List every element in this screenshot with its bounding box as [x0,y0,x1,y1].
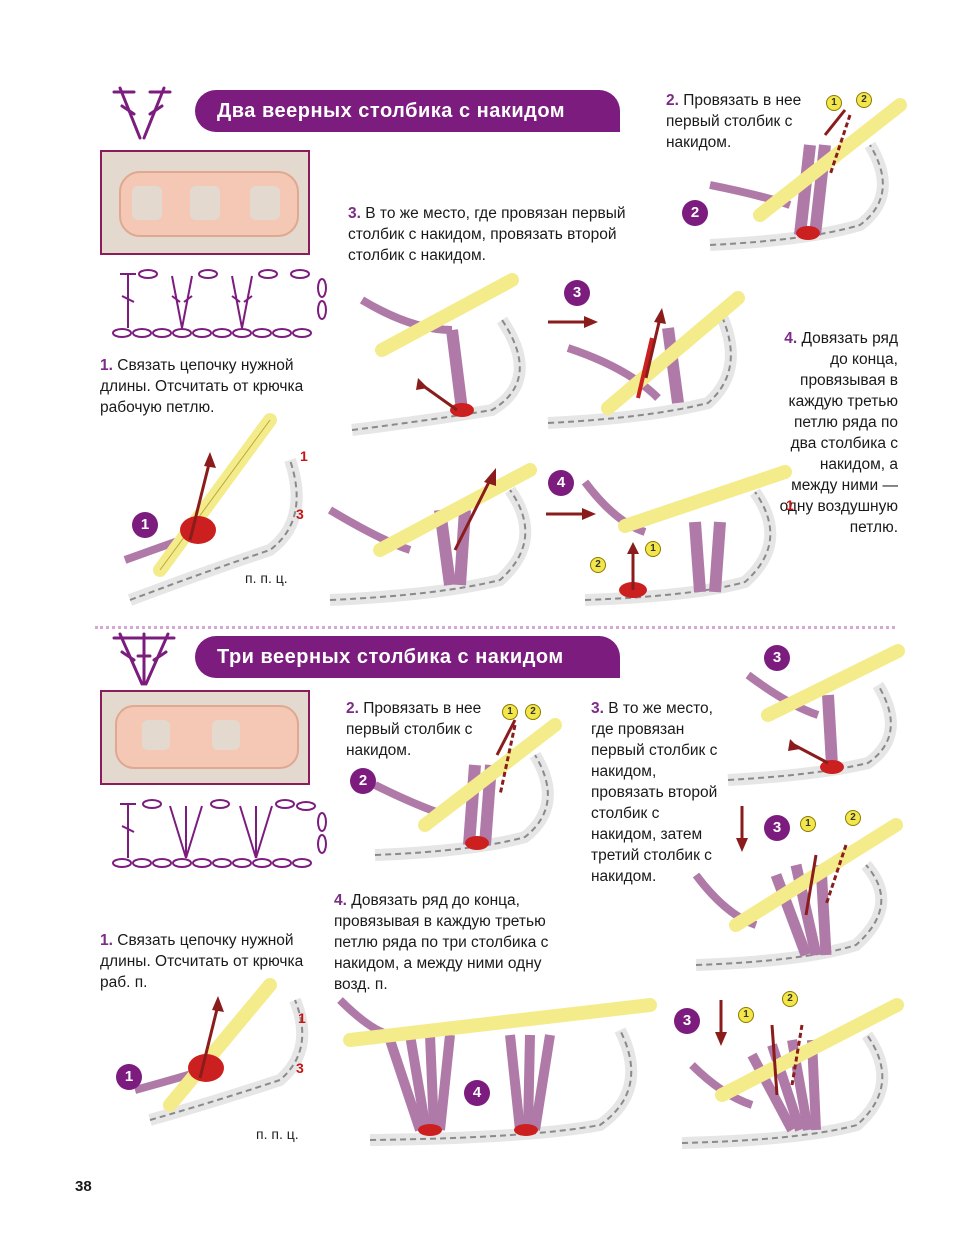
section2-step3-text: 3. В то же место, где провязан первый ст… [591,700,718,885]
page-number: 38 [75,1178,92,1195]
section2-chart-symbols [112,799,327,868]
fan-symbol-icon [112,632,176,686]
section1-step1-text: 1. Связать цепочку нужной длины. Отсчита… [100,357,304,416]
small-badge-1: 1 [738,1007,754,1023]
step-badge-2: 2 [350,768,376,794]
section2-step1-text: 1. Связать цепочку нужной длины. Отсчита… [100,932,304,991]
section2-diagram-step3c [681,998,904,1149]
step-badge-3: 3 [764,815,790,841]
section1-sample-photo [100,150,310,255]
loop-label-1: 1 [298,1010,306,1026]
small-badge-1: 1 [502,704,518,720]
section2-diagram-step4 [337,997,657,1146]
step-badge-1: 1 [132,512,158,538]
section2-diagram-step3a [727,644,905,786]
arrow-down-icon [736,806,748,852]
arrow-down-icon [715,1000,727,1046]
loop-label-3: 3 [296,1060,304,1076]
section1-diagram-step4a [327,463,537,606]
step-badge-1: 1 [116,1064,142,1090]
step-badge-4: 4 [548,470,574,496]
section1-diagram-step3a [351,273,526,436]
loop-label-3: 3 [296,506,304,522]
section2-diagram-step1 [133,978,309,1126]
section2-step4-text: 4. Довязать ряд до конца, провязывая в к… [334,892,549,993]
small-badge-2: 2 [590,557,606,573]
section1-title: Два веерных столбика с накидом [195,90,620,132]
step-badge-4: 4 [464,1080,490,1106]
arrow-right-icon [546,508,596,520]
section2-sample-photo [100,690,310,785]
ppc-label: п. п. ц. [245,570,288,586]
section1-chart-symbols [112,269,327,338]
step-badge-2: 2 [682,200,708,226]
loop-label-1: 1 [300,448,308,464]
small-badge-1: 1 [800,816,816,832]
section1-step2-text: 2. Провязать в нее первый столбик с наки… [666,92,802,151]
section2-step2-text: 2. Провязать в нее первый столбик с наки… [346,700,482,759]
section2-diagram-step3b [692,818,903,971]
section2-diagram-step2 [373,718,562,861]
section1-diagram-step4b [581,465,792,606]
small-badge-2: 2 [845,810,861,826]
section1-diagram-step2 [709,98,907,251]
section2-title: Три веерных столбика с накидом [195,636,620,678]
small-badge-2: 2 [856,92,872,108]
section1-diagram-step1 [123,413,303,606]
arrow-right-icon [548,316,598,328]
small-badge-2: 2 [782,991,798,1007]
step-badge-3: 3 [564,280,590,306]
section1-step3-text: 3. В то же место, где провязан первый ст… [348,205,626,264]
section-divider [95,626,895,629]
step-badge-3: 3 [674,1008,700,1034]
fan-symbol-icon [112,86,172,140]
small-badge-2: 2 [525,704,541,720]
ppc-label: п. п. ц. [256,1126,299,1142]
step-badge-3: 3 [764,645,790,671]
loop-label-1: 1 [786,497,794,513]
small-badge-1: 1 [826,95,842,111]
section1-step4-text: 4. Довязать ряд до конца, провязывая в к… [779,330,898,536]
small-badge-1: 1 [645,541,661,557]
section1-diagram-step3b [547,291,745,429]
